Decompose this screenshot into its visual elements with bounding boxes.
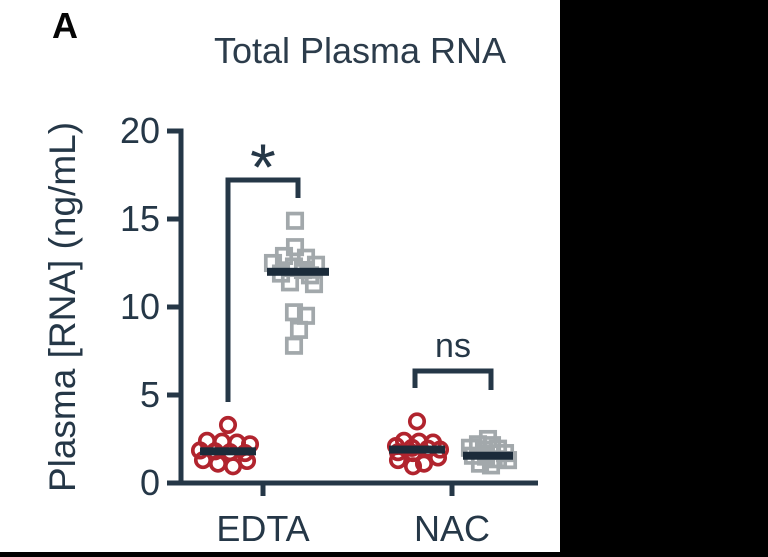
data-point-square <box>304 275 324 294</box>
data-point-circle <box>407 412 427 431</box>
sig-bracket <box>412 368 494 390</box>
data-point-circle <box>403 457 423 476</box>
data-point-square <box>284 336 304 355</box>
data-point-circle <box>218 415 238 434</box>
y-tick-label: 5 <box>140 374 160 415</box>
median-bar <box>389 445 445 454</box>
x-category-label: EDTA <box>216 508 309 549</box>
sig-label: * <box>250 130 276 204</box>
x-category-label: NAC <box>414 508 490 549</box>
y-tick-label: 0 <box>140 462 160 503</box>
data-point-square <box>285 211 305 230</box>
chart-title: Total Plasma RNA <box>213 30 507 71</box>
data-point-square <box>284 303 304 322</box>
y-tick-label: 15 <box>120 198 160 239</box>
y-tick-label: 10 <box>120 286 160 327</box>
panel-label: A <box>52 5 78 46</box>
median-bar <box>267 267 329 276</box>
y-axis-label: Plasma [RNA] (ng/mL) <box>42 122 83 492</box>
data-point-circle <box>414 454 434 473</box>
bottom-black-mask <box>0 552 768 557</box>
sig-label: ns <box>435 327 471 365</box>
median-bar <box>200 447 256 456</box>
data-point-circle <box>223 457 243 476</box>
sig-bracket <box>225 177 301 402</box>
y-tick-label: 20 <box>120 110 160 151</box>
median-bar <box>463 451 513 460</box>
right-black-mask <box>560 0 768 557</box>
